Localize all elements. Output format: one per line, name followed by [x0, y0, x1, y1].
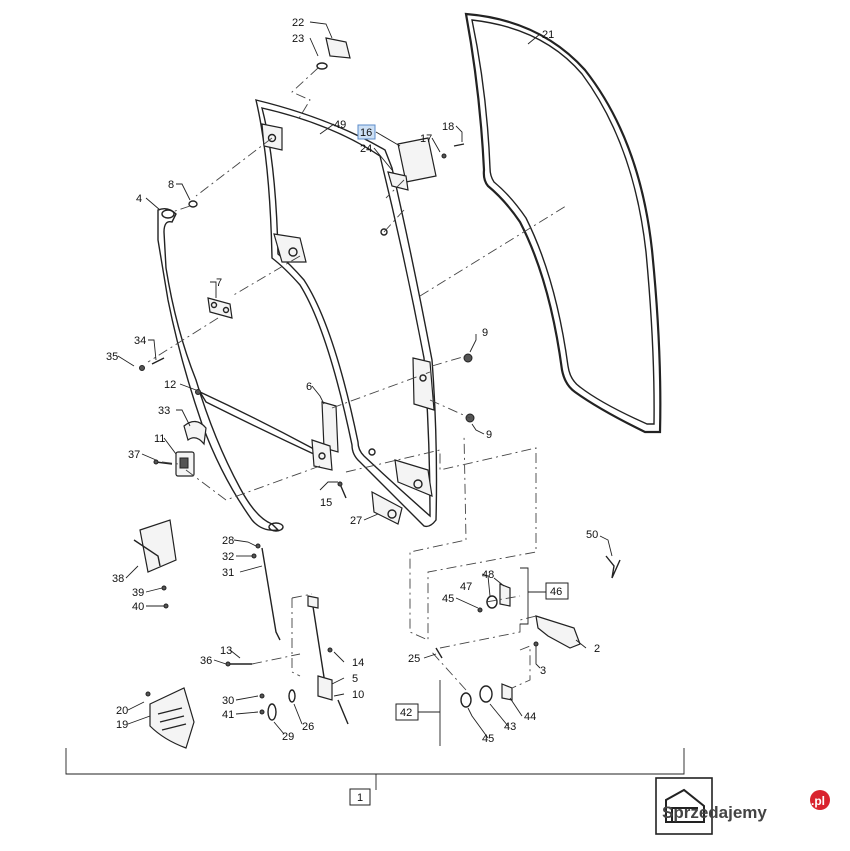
callout-16-highlight	[357, 124, 376, 140]
callout-32: 32	[222, 551, 234, 563]
callout-41: 41	[222, 709, 234, 721]
callout-9-upper: 9	[482, 327, 488, 339]
callout-10: 10	[352, 689, 364, 701]
group-brackets	[65, 567, 685, 790]
leader-lines	[117, 21, 613, 739]
callout-33: 33	[158, 405, 170, 417]
callout-40: 40	[132, 601, 144, 613]
callout-42-box	[395, 703, 419, 721]
cab-icon	[655, 777, 713, 835]
callout-36: 36	[200, 655, 212, 667]
callout-29: 29	[282, 731, 294, 743]
callout-31: 31	[222, 567, 234, 579]
callout-34: 34	[134, 335, 146, 347]
callout-5: 5	[352, 673, 358, 685]
watermark-text: Sprzedajemy	[662, 803, 767, 822]
callout-16: 16	[360, 127, 372, 139]
callout-11: 11	[154, 433, 165, 445]
callout-22: 22	[292, 17, 304, 29]
callout-37: 37	[128, 449, 140, 461]
callout-21: 21	[542, 29, 554, 41]
callout-4: 4	[136, 193, 142, 205]
callout-28: 28	[222, 535, 234, 547]
callout-13: 13	[220, 645, 232, 657]
door-panel-49	[255, 99, 438, 528]
callout-35: 35	[106, 351, 118, 363]
callout-1: 1	[357, 792, 363, 804]
callout-20: 20	[116, 705, 128, 717]
small-parts	[133, 37, 621, 749]
callout-38: 38	[112, 573, 124, 585]
callout-9-lower: 9	[486, 429, 492, 441]
watermark-suffix: .pl	[811, 794, 825, 808]
callout-46: 46	[550, 586, 562, 598]
callout-14: 14	[352, 657, 364, 669]
callout-17: 17	[420, 133, 432, 145]
callout-12: 12	[164, 379, 176, 391]
callout-labels: 22 23 21 49 16 24 17 18 8 4 7 34 35 12 6…	[106, 17, 600, 806]
callout-46-box	[545, 582, 569, 600]
callout-18: 18	[442, 121, 454, 133]
callout-49: 49	[334, 119, 346, 131]
callout-6: 6	[306, 381, 312, 393]
callout-43: 43	[504, 721, 516, 733]
callout-7: 7	[216, 277, 222, 289]
callout-25: 25	[408, 653, 420, 665]
callout-23: 23	[292, 33, 304, 45]
callout-1-box	[349, 788, 371, 806]
center-lines	[147, 67, 567, 691]
callout-19: 19	[116, 719, 128, 731]
callout-15: 15	[320, 497, 332, 509]
callout-26: 26	[302, 721, 314, 733]
watermark: Sprzedajemy .pl	[662, 790, 830, 822]
callout-48: 48	[482, 569, 494, 581]
callout-8: 8	[168, 179, 174, 191]
glass-pane-21	[464, 12, 662, 434]
callout-50: 50	[586, 529, 598, 541]
callout-42: 42	[400, 707, 412, 719]
callout-44: 44	[524, 711, 536, 723]
callout-27: 27	[350, 515, 362, 527]
callout-3: 3	[540, 665, 546, 677]
callout-39: 39	[132, 587, 144, 599]
callout-45-upper: 45	[442, 593, 454, 605]
watermark-badge-icon	[810, 790, 830, 810]
callout-47: 47	[460, 581, 472, 593]
callout-30: 30	[222, 695, 234, 707]
callout-2: 2	[594, 643, 600, 655]
callout-45-lower: 45	[482, 733, 494, 745]
callout-24: 24	[360, 143, 372, 155]
